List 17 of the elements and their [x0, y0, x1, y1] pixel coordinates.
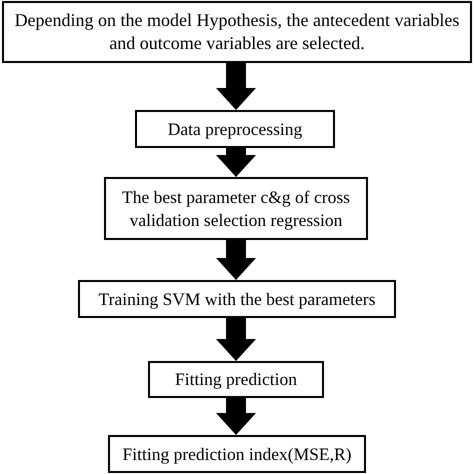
block-arrow [216, 148, 256, 177]
box-text: Depending on the model Hypothesis, the antecedent variables and outcome variables are selected. [14, 8, 460, 55]
process-box [2, 1, 472, 63]
block-arrow [216, 63, 256, 110]
process-box [148, 361, 324, 398]
block-arrow [216, 318, 256, 361]
process-box [78, 280, 396, 318]
block-arrow [216, 240, 256, 280]
box-text: Data preprocessing [168, 118, 302, 140]
box-text: Fitting prediction [174, 368, 297, 391]
box-text: Fitting prediction index(MSE,R) [122, 442, 352, 466]
process-box [135, 110, 335, 148]
box-text: The best parameter c&g of cross validation selection regression [121, 186, 351, 232]
process-box [104, 177, 368, 240]
box-text: Training SVM with the best parameters [98, 288, 376, 310]
block-arrow [216, 398, 256, 435]
process-box [108, 435, 366, 473]
